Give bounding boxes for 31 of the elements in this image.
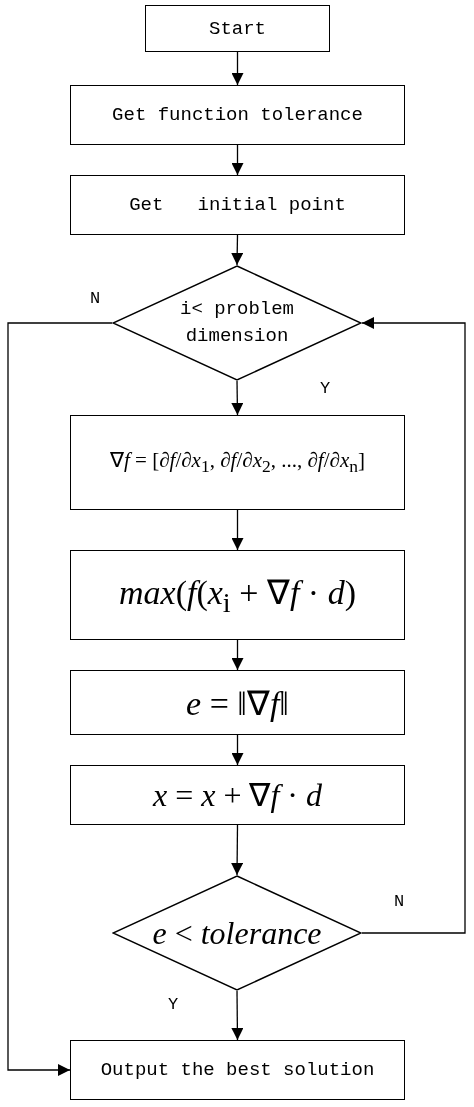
arrow bbox=[231, 234, 244, 266]
arrow bbox=[361, 317, 466, 934]
formula-text: e = ‖∇f‖ bbox=[186, 683, 289, 723]
arrow bbox=[231, 51, 244, 86]
formula-text: max(f(x$_{i}$ + ∇f · d) bbox=[119, 572, 356, 619]
arrow bbox=[231, 509, 244, 551]
arrow bbox=[231, 380, 244, 416]
decision-diamond bbox=[112, 875, 362, 991]
arrow bbox=[231, 824, 244, 876]
decision-diamond bbox=[112, 265, 362, 381]
arrow bbox=[231, 144, 244, 176]
process-box bbox=[70, 175, 405, 235]
box-text: Output the best solution bbox=[100, 1059, 375, 1081]
process-box bbox=[70, 765, 405, 825]
box-text: Get initial point bbox=[129, 194, 346, 216]
arrow bbox=[7, 322, 113, 1076]
formula-text: e < tolerance bbox=[152, 914, 322, 952]
box-text: i< problem dimension bbox=[179, 297, 295, 349]
arrow bbox=[231, 734, 244, 766]
process-box bbox=[70, 1040, 405, 1100]
process-box bbox=[70, 670, 405, 735]
formula-text: ∇f = [∂f/∂x$_{1}$, ∂f/∂x$_{2}$, ..., ∂f/∂x$_{n}$] bbox=[110, 447, 365, 478]
formula-text: x = x + ∇f · d bbox=[152, 776, 322, 814]
process-box bbox=[70, 85, 405, 145]
process-box bbox=[145, 5, 330, 52]
box-text: Start bbox=[209, 17, 266, 40]
arrow bbox=[231, 639, 244, 671]
process-box bbox=[70, 550, 405, 640]
arrow bbox=[231, 990, 244, 1041]
box-text: Get function tolerance bbox=[112, 104, 363, 126]
process-box bbox=[70, 415, 405, 510]
